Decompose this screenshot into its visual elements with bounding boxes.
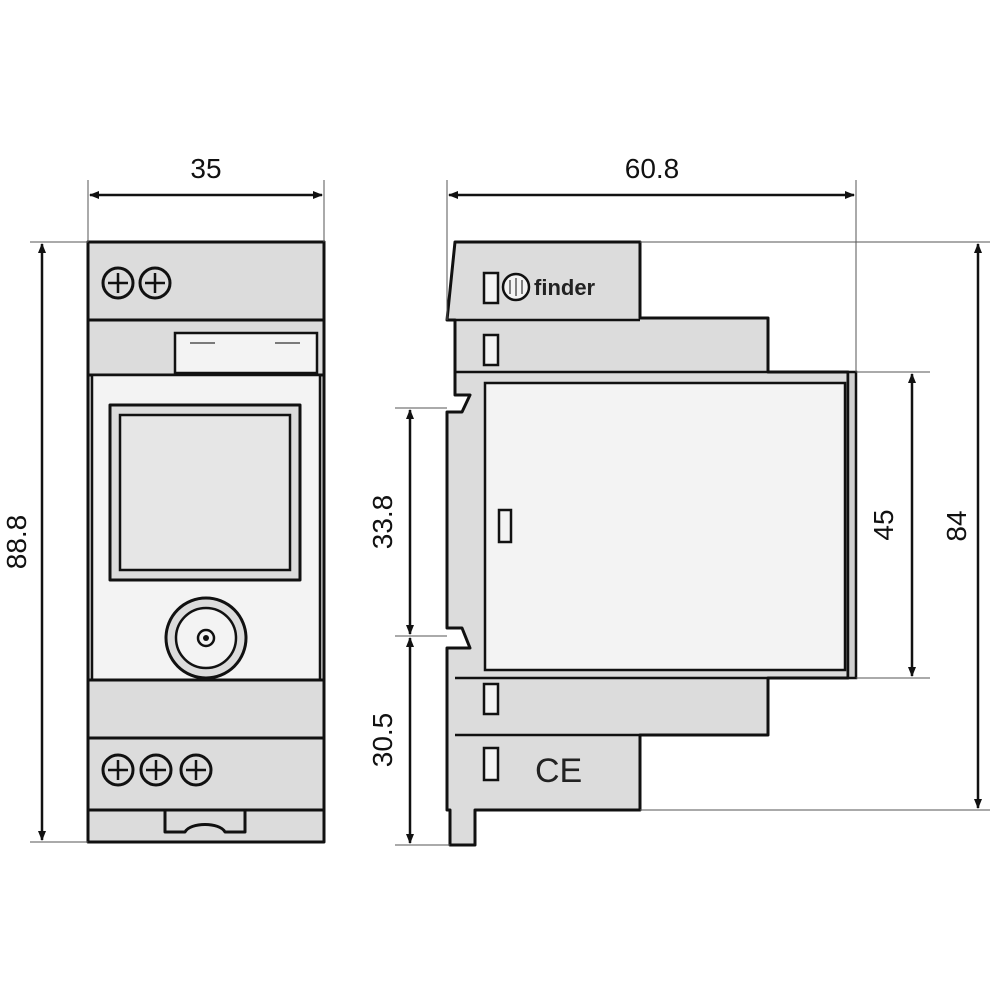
ce-mark-icon: CE	[535, 752, 582, 790]
front-view	[86, 240, 326, 844]
dimension-lines	[30, 180, 990, 846]
finder-logo-icon	[501, 272, 531, 302]
screw-terminal-icon	[101, 753, 213, 787]
dimension-width-front: 35	[190, 153, 221, 184]
dimension-rail-lower: 30.5	[367, 713, 398, 768]
dimension-front-window: 45	[868, 509, 899, 540]
screw-terminal-icon	[101, 266, 172, 300]
dimension-height-front: 88.8	[1, 515, 32, 570]
dimension-depth-side: 60.8	[625, 153, 680, 184]
knob-icon	[164, 596, 248, 680]
dimension-side-height: 84	[941, 510, 972, 541]
ce-mark-label: CE	[535, 752, 582, 790]
brand-label: finder	[534, 275, 596, 300]
side-view: finder CE	[445, 240, 858, 847]
dimension-rail-upper: 33.8	[367, 495, 398, 550]
